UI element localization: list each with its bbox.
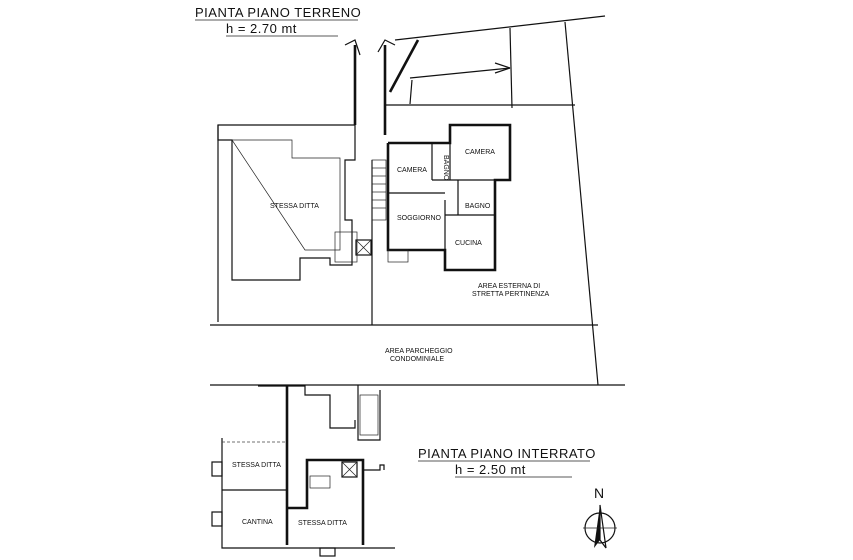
stessa-ditta-block	[217, 124, 372, 322]
site-boundary	[210, 15, 625, 386]
room-label: BAGNO	[465, 203, 491, 210]
room-label: CONDOMINIALE	[390, 356, 444, 363]
room-label: AREA PARCHEGGIO	[385, 348, 453, 355]
room-label: STESSA DITTA	[270, 203, 319, 210]
ground-floor-height: h = 2.70 mt	[226, 21, 297, 36]
room-label: CAMERA	[465, 149, 495, 156]
basement-height: h = 2.50 mt	[455, 462, 526, 477]
basement-plan	[211, 385, 395, 557]
north-arrow-icon: N	[583, 485, 617, 549]
room-label: BAGNO	[442, 155, 449, 181]
apartment	[386, 123, 512, 272]
north-label: N	[594, 485, 604, 501]
room-label: STESSA DITTA	[232, 462, 281, 469]
room-label: STRETTA PERTINENZA	[472, 291, 549, 298]
room-label: CAMERA	[397, 167, 427, 174]
basement-title: PIANTA PIANO INTERRATO	[418, 446, 596, 461]
room-label: CANTINA	[242, 519, 273, 526]
ground-floor-title: PIANTA PIANO TERRENO	[195, 5, 361, 20]
room-label: CUCINA	[455, 240, 482, 247]
room-label: STESSA DITTA	[298, 520, 347, 527]
corridor	[344, 39, 396, 325]
room-label: AREA ESTERNA DI	[478, 283, 540, 290]
room-label: SOGGIORNO	[397, 215, 442, 222]
